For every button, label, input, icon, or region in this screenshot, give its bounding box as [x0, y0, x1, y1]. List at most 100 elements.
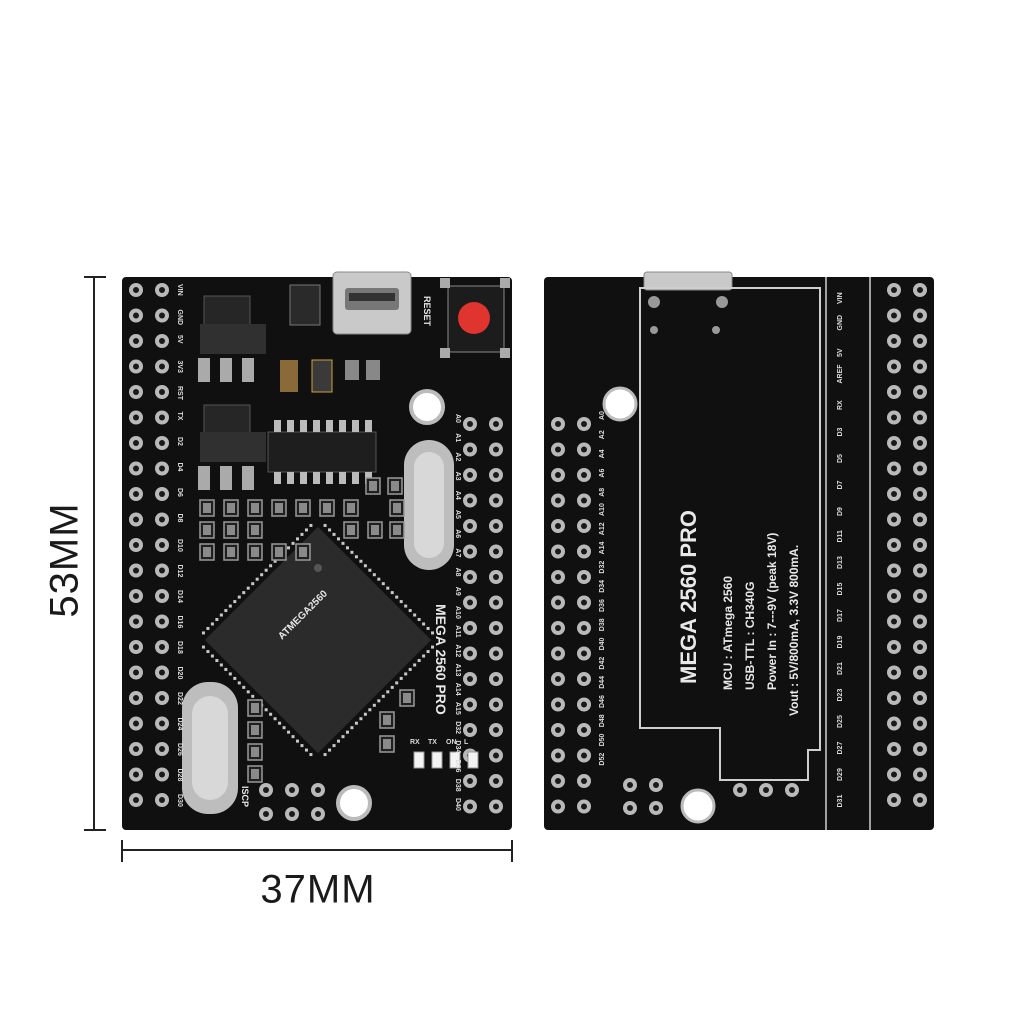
header-pad: [489, 774, 503, 788]
pin-label: A10: [454, 606, 461, 619]
pin-label: D29: [837, 768, 844, 781]
header-pad: [129, 461, 143, 476]
smd-component: [199, 521, 215, 539]
smd-component: [379, 711, 395, 729]
header-pad: [489, 519, 503, 533]
header-pad: [887, 716, 901, 731]
pin-label: A9: [454, 587, 461, 596]
header-pad: [551, 519, 565, 533]
header-pad: [129, 487, 143, 501]
header-pad: [129, 359, 143, 374]
header-pad: [129, 538, 143, 552]
header-pad: [785, 783, 799, 797]
header-pad: [551, 672, 565, 686]
header-pad: [551, 646, 565, 661]
header-pad: [129, 563, 143, 578]
front-board: RESET ATMEGA2560 MEGA 2560 PRO: [122, 271, 512, 830]
smd-component: [343, 499, 359, 517]
pin-label: D16: [176, 616, 183, 629]
header-pad: [551, 799, 565, 814]
back-board-title: MEGA 2560 PRO: [676, 510, 701, 684]
header-pad: [913, 436, 927, 450]
pin-label: D7: [837, 480, 844, 489]
header-pad: [887, 793, 901, 807]
header-pad: [551, 493, 565, 508]
height-dimension-line: [84, 276, 106, 831]
pin-label: A10: [599, 503, 606, 516]
header-pad: [311, 783, 325, 797]
front-pin-headers: [129, 283, 503, 814]
pin-label: D23: [837, 689, 844, 702]
header-pad: [577, 672, 591, 686]
pin-label: D21: [837, 662, 844, 675]
smd-component: [271, 543, 287, 561]
header-pad: [155, 767, 169, 782]
front-silkscreen-title: MEGA 2560 PRO: [433, 604, 449, 715]
header-pad: [551, 697, 565, 712]
header-pad: [155, 691, 169, 705]
header-pad: [577, 519, 591, 533]
header-pad: [463, 697, 477, 712]
led-label: TX: [428, 739, 437, 746]
pin-label: D8: [176, 514, 183, 523]
header-pad: [913, 512, 927, 527]
pin-label: A12: [599, 522, 606, 535]
smd-component: [295, 499, 311, 517]
header-pad: [887, 742, 901, 756]
header-pad: [887, 614, 901, 629]
voltage-regulator-bottom: [198, 404, 266, 490]
header-pad: [577, 417, 591, 431]
width-dimension-line: [121, 840, 513, 862]
smd-component: [247, 765, 263, 783]
header-pad: [913, 691, 927, 705]
header-pad: [551, 544, 565, 559]
icsp-header: [259, 783, 325, 821]
header-pad: [285, 807, 299, 821]
reset-button[interactable]: [440, 278, 510, 358]
pin-label: D17: [837, 609, 844, 622]
header-pad: [887, 334, 901, 348]
pin-label: D5: [837, 454, 844, 463]
front-left-pin-labels: VINGND5V3V3RSTTXD2D4D6D8D10D12D14D16D18D…: [176, 284, 183, 807]
spec-line-mcu: MCU : ATmega 2560: [721, 576, 735, 690]
status-led: [431, 751, 443, 769]
pin-label: D15: [837, 583, 844, 596]
pin-label: D40: [599, 637, 606, 650]
header-pad: [913, 563, 927, 578]
header-pad: [155, 283, 169, 297]
status-led: [413, 751, 425, 769]
pin-label: VIN: [176, 284, 183, 296]
pin-label: D38: [454, 779, 461, 792]
header-pad: [155, 589, 169, 603]
status-led: [449, 751, 461, 769]
pin-label: A15: [454, 702, 461, 715]
header-pad: [489, 595, 503, 610]
header-pad: [155, 334, 169, 348]
header-pad: [129, 614, 143, 629]
front-right-pin-labels: A0A1A2A3A4A5A6A7A8A9A10A11A12A13A14A15D3…: [454, 414, 461, 811]
header-pad: [577, 595, 591, 610]
header-pad: [913, 793, 927, 807]
header-pad: [913, 538, 927, 552]
pin-label: A1: [454, 433, 461, 442]
pin-label: RX: [837, 400, 844, 410]
header-pad: [913, 283, 927, 297]
header-pad: [155, 512, 169, 527]
header-pad: [129, 436, 143, 450]
pin-label: D38: [599, 618, 606, 631]
micro-usb-connector: [332, 271, 412, 335]
header-pad: [155, 461, 169, 476]
pin-label: D32: [599, 561, 606, 574]
header-pad: [913, 334, 927, 348]
pin-label: A4: [599, 449, 606, 458]
width-dimension-label: 37MM: [260, 867, 376, 912]
back-pin-headers: [551, 283, 927, 814]
header-pad: [887, 308, 901, 323]
header-pad: [155, 410, 169, 425]
pin-label: D28: [176, 769, 183, 782]
header-pad: [887, 283, 901, 297]
pin-label: 5V: [837, 348, 844, 357]
header-pad: [155, 385, 169, 399]
header-pad: [463, 621, 477, 635]
